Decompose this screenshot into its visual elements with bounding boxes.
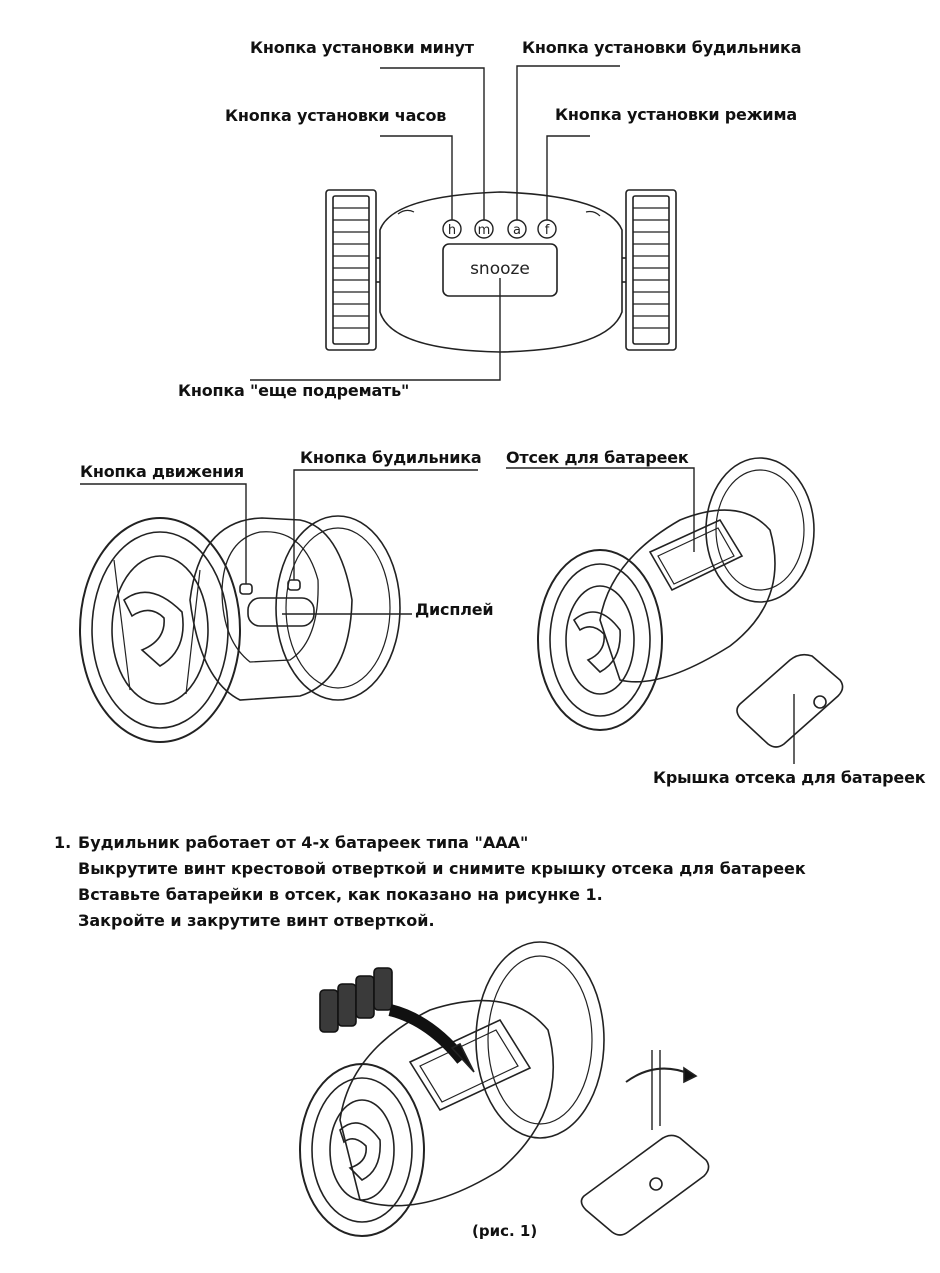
clock-front-view	[325, 189, 677, 353]
instruction-line: Выкрутите винт крестовой отверткой и сни…	[78, 859, 806, 878]
label-hours-button: Кнопка установки часов	[225, 106, 447, 125]
svg-text:a: a	[513, 223, 521, 238]
label-battery-cover: Крышка отсека для батареек	[653, 768, 926, 787]
instruction-line: Закройте и закрутите винт отверткой.	[78, 911, 435, 930]
label-alarm-set-button: Кнопка установки будильника	[522, 38, 802, 57]
label-snooze-button: Кнопка "еще подремать"	[178, 381, 410, 400]
figure-caption: (рис. 1)	[472, 1222, 538, 1240]
label-display: Дисплей	[415, 600, 494, 619]
label-alarm-button: Кнопка будильника	[300, 448, 482, 467]
minutes-button: m	[474, 219, 494, 239]
svg-text:m: m	[478, 223, 491, 238]
snooze-display-text: snooze	[470, 259, 530, 279]
svg-text:f: f	[545, 223, 550, 238]
label-motion-button: Кнопка движения	[80, 462, 244, 481]
label-battery-compartment: Отсек для батареек	[506, 448, 689, 467]
alarm-set-button: a	[507, 219, 527, 239]
hours-button: h	[442, 219, 462, 239]
label-minutes-button: Кнопка установки минут	[250, 38, 474, 57]
clock-battery-view	[537, 457, 844, 748]
label-mode-button: Кнопка установки режима	[555, 105, 797, 124]
step-number: 1.	[54, 833, 72, 852]
mode-button: f	[537, 219, 557, 239]
instruction-line: Вставьте батарейки в отсек, как показано…	[78, 885, 603, 904]
figure-1-illustration	[299, 941, 710, 1237]
instruction-line: Будильник работает от 4-х батареек типа …	[78, 833, 529, 852]
svg-text:h: h	[448, 223, 456, 238]
clock-angled-view	[79, 515, 401, 743]
instruction-step-1: 1. Будильник работает от 4-х батареек тип…	[54, 830, 806, 934]
